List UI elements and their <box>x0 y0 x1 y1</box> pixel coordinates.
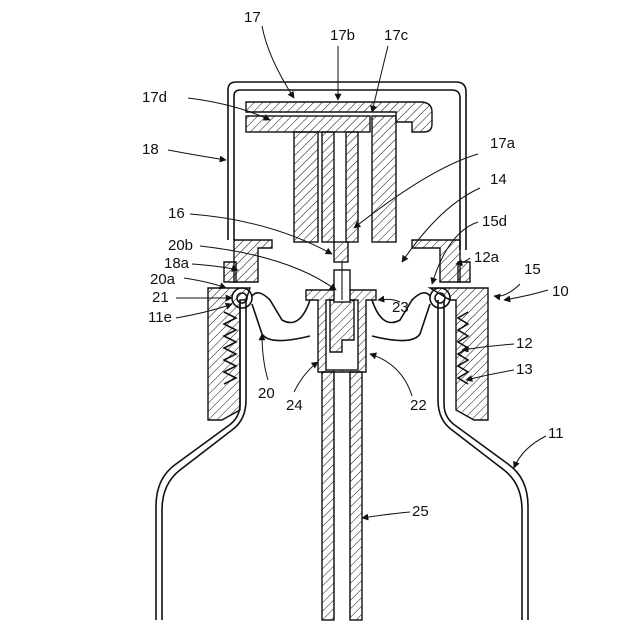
label-20: 20 <box>258 385 275 402</box>
label-20a: 20a <box>150 271 176 288</box>
dip-tube <box>322 372 362 620</box>
label-16: 16 <box>168 205 185 222</box>
label-22: 22 <box>410 397 427 414</box>
label-23: 23 <box>392 299 409 316</box>
label-17a: 17a <box>490 135 516 152</box>
label-25: 25 <box>412 503 429 520</box>
valve-assembly <box>306 262 376 372</box>
label-11e: 11e <box>148 309 172 326</box>
label-21: 21 <box>152 289 169 306</box>
label-13: 13 <box>516 361 533 378</box>
label-17b: 17b <box>330 27 355 44</box>
label-17: 17 <box>244 9 261 26</box>
label-18: 18 <box>142 141 159 158</box>
label-17d: 17d <box>142 89 167 106</box>
label-11: 11 <box>548 425 564 442</box>
label-17c: 17c <box>384 27 409 44</box>
label-12: 12 <box>516 335 533 352</box>
label-12a: 12a <box>474 249 500 266</box>
label-18a: 18a <box>164 255 190 272</box>
actuator-head <box>246 102 432 262</box>
label-20b: 20b <box>168 237 193 254</box>
label-15d: 15d <box>482 213 507 230</box>
label-24: 24 <box>286 397 303 414</box>
label-14: 14 <box>490 171 507 188</box>
label-10: 10 <box>552 283 569 300</box>
label-15: 15 <box>524 261 541 278</box>
